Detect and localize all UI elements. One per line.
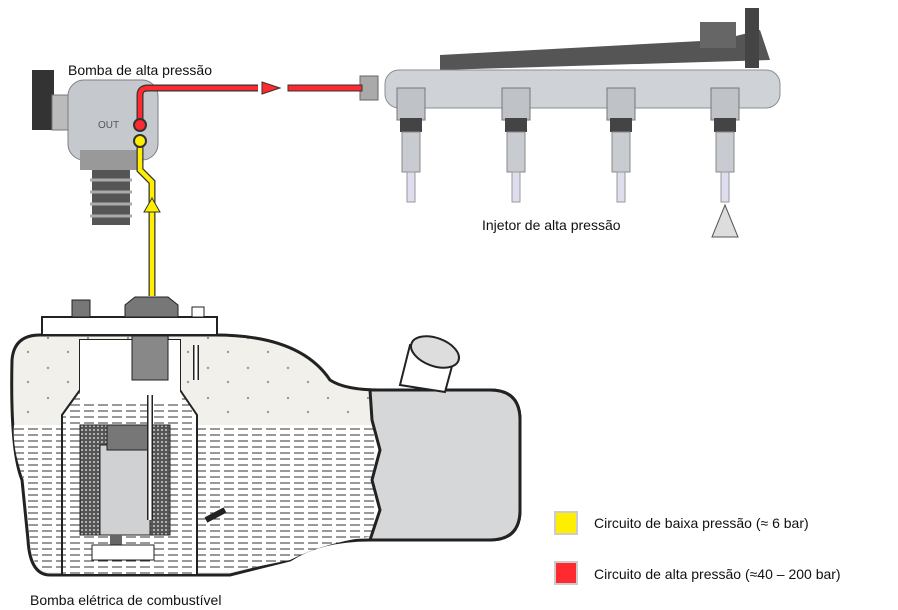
label-electric-pump: Bomba elétrica de combustível xyxy=(30,592,222,608)
legend-label-high: Circuito de alta pressão (≈40 – 200 bar) xyxy=(594,566,841,582)
injector-4 xyxy=(710,87,740,203)
pump-out-marking: OUT xyxy=(98,120,119,131)
label-high-pressure-pump: Bomba de alta pressão xyxy=(68,62,212,78)
injector-2 xyxy=(501,87,531,203)
low-pressure-line xyxy=(133,134,161,296)
injector-3 xyxy=(606,87,636,203)
injector-1 xyxy=(396,87,426,203)
spray-cone-icon xyxy=(711,203,739,238)
fuel-rail xyxy=(359,8,781,238)
fuel-tank xyxy=(10,296,522,577)
legend-swatch-high xyxy=(554,561,578,585)
high-pressure-line xyxy=(133,81,363,132)
legend-label-low: Circuito de baixa pressão (≈ 6 bar) xyxy=(594,515,809,531)
label-injector: Injetor de alta pressão xyxy=(482,217,621,233)
legend-swatch-low xyxy=(554,511,578,535)
